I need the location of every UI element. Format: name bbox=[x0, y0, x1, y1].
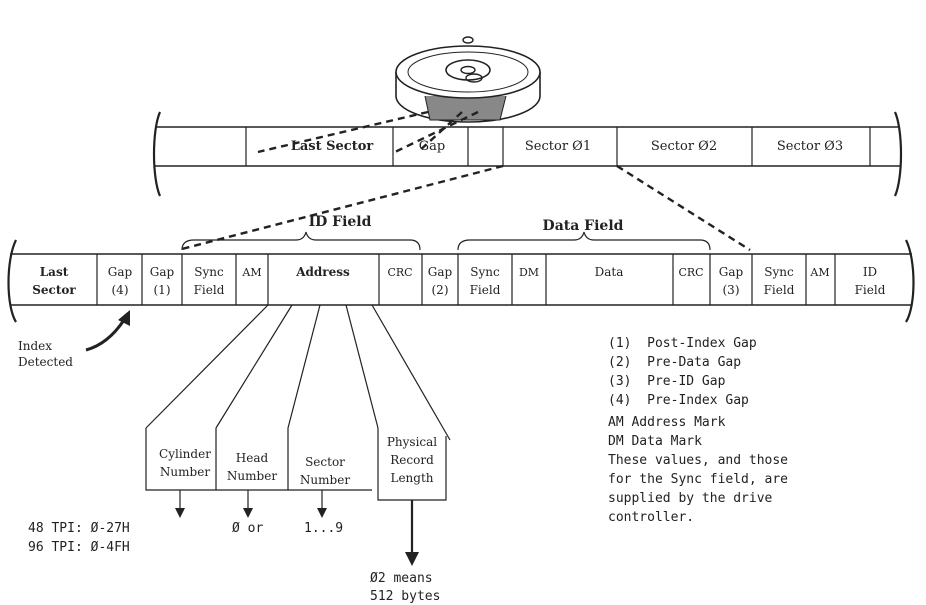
legend-gap-1: (1) Post-Index Gap bbox=[608, 336, 757, 351]
track-sector-2: Sector Ø2 bbox=[651, 139, 717, 154]
zoom-line-mid bbox=[417, 111, 463, 153]
track-sector-last: Last Sector bbox=[291, 139, 374, 154]
head-label-2: Number bbox=[227, 469, 277, 483]
legend-note-3: These values, and those bbox=[608, 453, 788, 468]
tpi-48-value: 48 TPI: Ø-27H bbox=[28, 521, 130, 536]
id-field-title: ID Field bbox=[309, 214, 372, 230]
cell-sync1-2: Field bbox=[194, 283, 225, 297]
cell-gap1-1: Gap bbox=[150, 265, 175, 279]
cell-last-sector-1: Last bbox=[40, 265, 69, 279]
cylinder-label-1: Cylinder bbox=[159, 447, 211, 461]
record-label-1: Physical bbox=[387, 435, 437, 449]
record-label-2: Record bbox=[390, 453, 434, 467]
cell-crc1: CRC bbox=[387, 266, 412, 279]
cell-id-next-1: ID bbox=[863, 265, 877, 279]
sector-value: 1...9 bbox=[304, 521, 343, 536]
legend-note-6: controller. bbox=[608, 510, 694, 525]
record-value-1: Ø2 means bbox=[370, 571, 433, 586]
id-field-brace bbox=[181, 231, 421, 251]
cell-gap2-1: Gap bbox=[428, 265, 453, 279]
sector-label-2: Number bbox=[300, 473, 350, 487]
track-sector-1: Sector Ø1 bbox=[525, 139, 591, 154]
legend-gap-4: (4) Pre-Index Gap bbox=[608, 393, 749, 408]
index-label-1: Index bbox=[18, 339, 52, 353]
cell-am1: AM bbox=[241, 266, 261, 279]
data-field-title: Data Field bbox=[543, 218, 624, 234]
legend-note-2: DM Data Mark bbox=[608, 434, 702, 449]
track-sector-3: Sector Ø3 bbox=[777, 139, 843, 154]
head-label-1: Head bbox=[236, 451, 269, 465]
head-value: Ø or bbox=[232, 521, 263, 536]
cell-data: Data bbox=[595, 265, 624, 279]
cell-sync1-1: Sync bbox=[194, 265, 224, 279]
cell-dm: DM bbox=[519, 266, 539, 279]
data-field-brace bbox=[457, 231, 711, 251]
cell-gap1-2: (1) bbox=[154, 283, 171, 297]
cell-gap4-1: Gap bbox=[108, 265, 133, 279]
value-arrows bbox=[175, 490, 419, 566]
address-breakdown: Cylinder Number Head Number Sector Numbe… bbox=[145, 428, 447, 501]
zoom-line-sector-right bbox=[616, 164, 751, 252]
zoom-line-left bbox=[257, 110, 429, 154]
tpi-96-value: 96 TPI: Ø-4FH bbox=[28, 540, 130, 555]
cell-sync3-1: Sync bbox=[764, 265, 794, 279]
zoom-line-sector-left bbox=[177, 164, 504, 252]
legend: (1) Post-Index Gap (2) Pre-Data Gap (3) … bbox=[608, 336, 788, 525]
sector-label-1: Sector bbox=[305, 455, 345, 469]
cell-gap4-2: (4) bbox=[112, 283, 129, 297]
address-fanout bbox=[145, 304, 451, 441]
legend-note-4: for the Sync field, are bbox=[608, 472, 788, 487]
cell-sync3-2: Field bbox=[764, 283, 795, 297]
cell-gap3-1: Gap bbox=[719, 265, 744, 279]
cell-crc2: CRC bbox=[678, 266, 703, 279]
cylinder-label-2: Number bbox=[160, 465, 210, 479]
cell-gap2-2: (2) bbox=[432, 283, 449, 297]
cell-gap3-2: (3) bbox=[723, 283, 740, 297]
index-label-2: Detected bbox=[18, 355, 73, 369]
index-detected-marker: Index Detected bbox=[18, 310, 130, 369]
cell-sync2-2: Field bbox=[470, 283, 501, 297]
zoom-line-right bbox=[394, 110, 479, 154]
cell-am2: AM bbox=[809, 266, 829, 279]
record-label-3: Length bbox=[390, 471, 433, 485]
cell-address: Address bbox=[295, 265, 350, 279]
sector-detail-strip: Last Sector Gap (4) Gap (1) Sync Field A… bbox=[7, 239, 915, 323]
floppy-disk-icon bbox=[395, 36, 541, 123]
record-value-2: 512 bytes bbox=[370, 589, 440, 604]
cell-id-next-2: Field bbox=[855, 283, 886, 297]
legend-note-1: AM Address Mark bbox=[608, 415, 726, 430]
legend-gap-2: (2) Pre-Data Gap bbox=[608, 355, 741, 370]
track-gap: Gap bbox=[419, 139, 445, 154]
legend-gap-3: (3) Pre-ID Gap bbox=[608, 374, 726, 389]
legend-note-5: supplied by the drive bbox=[608, 491, 773, 506]
track-strip: Last Sector Gap Sector Ø1 Sector Ø2 Sect… bbox=[152, 111, 903, 197]
cell-sync2-1: Sync bbox=[470, 265, 500, 279]
cell-last-sector-2: Sector bbox=[32, 283, 76, 297]
